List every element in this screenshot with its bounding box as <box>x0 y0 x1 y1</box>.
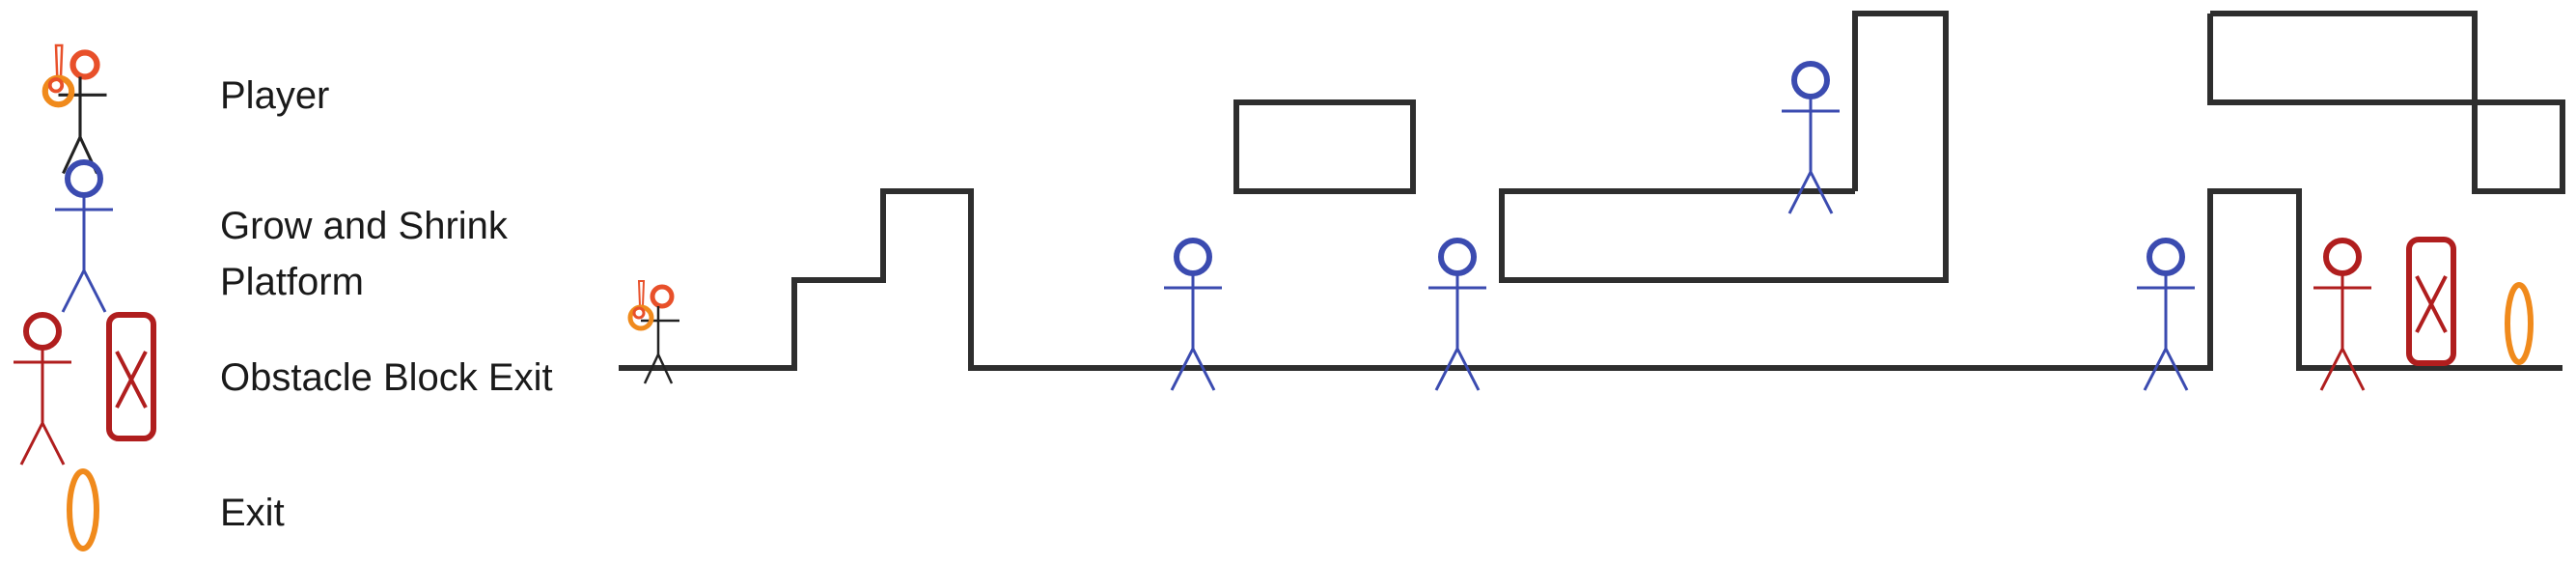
legend <box>14 45 153 551</box>
legend-label-player: Player <box>220 74 330 117</box>
upper-right-notch <box>2472 99 2565 194</box>
legend-label-exit: Exit <box>220 492 285 534</box>
level-walls <box>619 11 2565 371</box>
obstacle-figure-icon <box>14 315 71 465</box>
l-shaped-wall <box>1499 11 1949 283</box>
grow-shrink-platform-icon <box>55 162 113 312</box>
floating-block <box>1233 99 1416 194</box>
legend-label-obstacle: Obstacle Block Exit <box>220 356 553 399</box>
upper-right-wall <box>2207 11 2478 105</box>
ground-line <box>619 188 2562 371</box>
obstacle-block-icon <box>109 315 153 438</box>
player-icon <box>45 45 107 174</box>
exit-portal-icon <box>67 468 99 551</box>
obstacle-block <box>2409 240 2453 363</box>
legend-label-grow-shrink: Grow and Shrink Platform <box>220 205 508 303</box>
level-exit <box>2505 282 2534 365</box>
